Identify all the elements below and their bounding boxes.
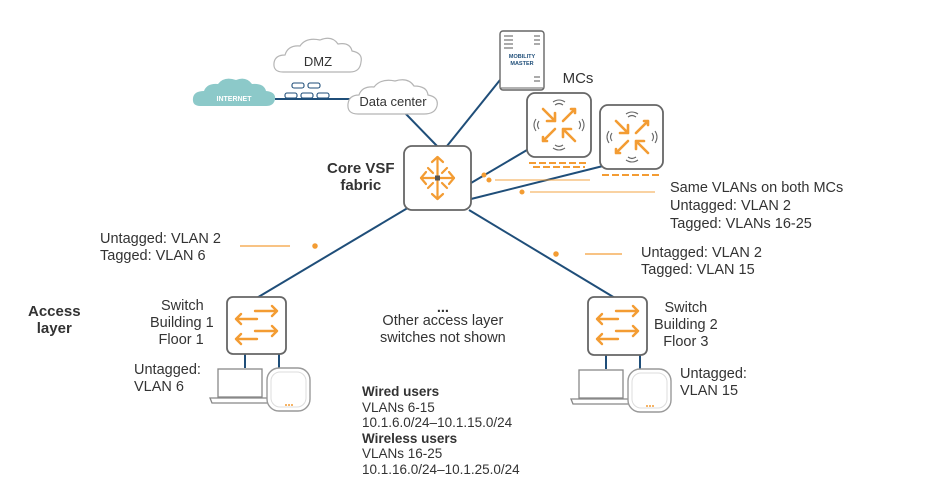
vlan-dot-right: [553, 251, 559, 257]
core-vsf-switch: [403, 145, 472, 211]
link-left-untagged: Untagged: VLAN 2: [100, 231, 221, 247]
mc-uplink-untagged: Untagged: VLAN 2: [670, 198, 791, 214]
access-switch-1: [226, 296, 287, 355]
link-core-switch2: [468, 209, 616, 299]
link-datacenter-core: [404, 112, 438, 147]
vlan-indicators: [240, 172, 655, 257]
mc-uplink-note: Same VLANs on both MCs: [670, 180, 844, 196]
mobility-controller-1: [526, 92, 592, 168]
link-left-vlans: Untagged: VLAN 2 Tagged: VLAN 6: [100, 231, 221, 265]
access-point-2-icon: [627, 368, 672, 413]
switch2-untagged: Untagged: VLAN 15: [680, 366, 747, 400]
switch2-untagged-line1: Untagged:: [680, 366, 747, 382]
access-layer-label: Access layer: [28, 303, 81, 337]
mobility-master-label-2: MASTER: [510, 61, 533, 67]
access-switch-2: [587, 296, 648, 356]
mobility-master-server: MOBILITY MASTER: [499, 30, 545, 91]
wired-users-vlans: VLANs 6-15: [362, 399, 435, 415]
wired-users-subnets: 10.1.6.0/24–10.1.15.0/24: [362, 415, 513, 431]
vlan-dot-mc1: [486, 177, 492, 183]
core-vsf-label-line1: Core VSF: [327, 160, 395, 177]
other-switches-line1: Other access layer: [382, 313, 504, 329]
mobility-controller-2: [599, 104, 664, 176]
other-switches-note: ... Other access layer switches not show…: [380, 300, 506, 347]
other-switches-dots: ...: [436, 300, 449, 316]
switch1-label-line3: Floor 1: [158, 332, 204, 348]
access-point-1-icon: [266, 367, 311, 412]
link-mc1-core: [470, 149, 528, 184]
switch2-label-line1: Switch: [664, 300, 708, 316]
switch2-untagged-line2: VLAN 15: [680, 383, 739, 399]
link-left-tagged: Tagged: VLAN 6: [100, 248, 206, 264]
data-center-label: Data center: [359, 94, 427, 109]
wireless-users-vlans: VLANs 16-25: [362, 446, 443, 462]
switch1-untagged-line2: VLAN 6: [134, 379, 184, 395]
switch2-label-line2: Building 2: [654, 317, 718, 333]
mc-uplink-tagged: Tagged: VLANs 16-25: [670, 216, 812, 232]
dmz-cloud-label: DMZ: [304, 54, 332, 69]
switch1-label-line2: Building 1: [150, 315, 214, 331]
dmz-firewall-servers: [284, 82, 330, 99]
access-layer-line1: Access: [28, 303, 81, 320]
switch2-label: Switch Building 2 Floor 3: [654, 300, 718, 351]
link-mc2-core: [470, 165, 604, 200]
laptop-1-icon: [209, 368, 271, 404]
other-switches-line2: switches not shown: [380, 330, 506, 346]
core-vsf-label-line2: fabric: [340, 177, 382, 194]
vlan-dot-left: [312, 243, 318, 249]
wireless-users-subnets: 10.1.16.0/24–10.1.25.0/24: [362, 461, 520, 477]
wireless-users-title: Wireless users: [362, 430, 458, 446]
link-mm-core: [446, 79, 501, 147]
laptop-2-icon: [570, 369, 632, 405]
access-layer-line2: layer: [36, 320, 72, 337]
mobility-master-label-1: MOBILITY: [509, 54, 536, 60]
internet-cloud-label: INTERNET: [217, 96, 253, 103]
vlan-dot-mc2: [519, 189, 525, 195]
mcs-label: MCs: [563, 70, 594, 87]
core-vsf-label: Core VSF fabric: [327, 160, 395, 194]
wired-users-title: Wired users: [362, 384, 440, 399]
switch1-label: Switch Building 1 Floor 1: [150, 298, 214, 349]
link-core-switch1: [254, 205, 412, 300]
switch2-label-line3: Floor 3: [663, 334, 709, 350]
dmz-cloud: DMZ: [273, 37, 362, 73]
links: [244, 79, 641, 369]
vlan-dot-core: [481, 172, 487, 178]
internet-cloud: INTERNET: [192, 78, 276, 106]
data-center-cloud: Data center: [347, 79, 438, 115]
link-right-vlans: Untagged: VLAN 2 Tagged: VLAN 15: [641, 245, 762, 279]
link-right-tagged: Tagged: VLAN 15: [641, 262, 755, 278]
link-right-untagged: Untagged: VLAN 2: [641, 245, 762, 261]
switch1-untagged-line1: Untagged:: [134, 362, 201, 378]
switch1-label-line1: Switch: [160, 298, 204, 314]
user-vlans-legend: Wired users VLANs 6-15 10.1.6.0/24–10.1.…: [362, 384, 520, 478]
switch1-untagged: Untagged: VLAN 6: [134, 362, 201, 396]
mc-uplink-vlans: Same VLANs on both MCs Untagged: VLAN 2 …: [670, 179, 843, 233]
